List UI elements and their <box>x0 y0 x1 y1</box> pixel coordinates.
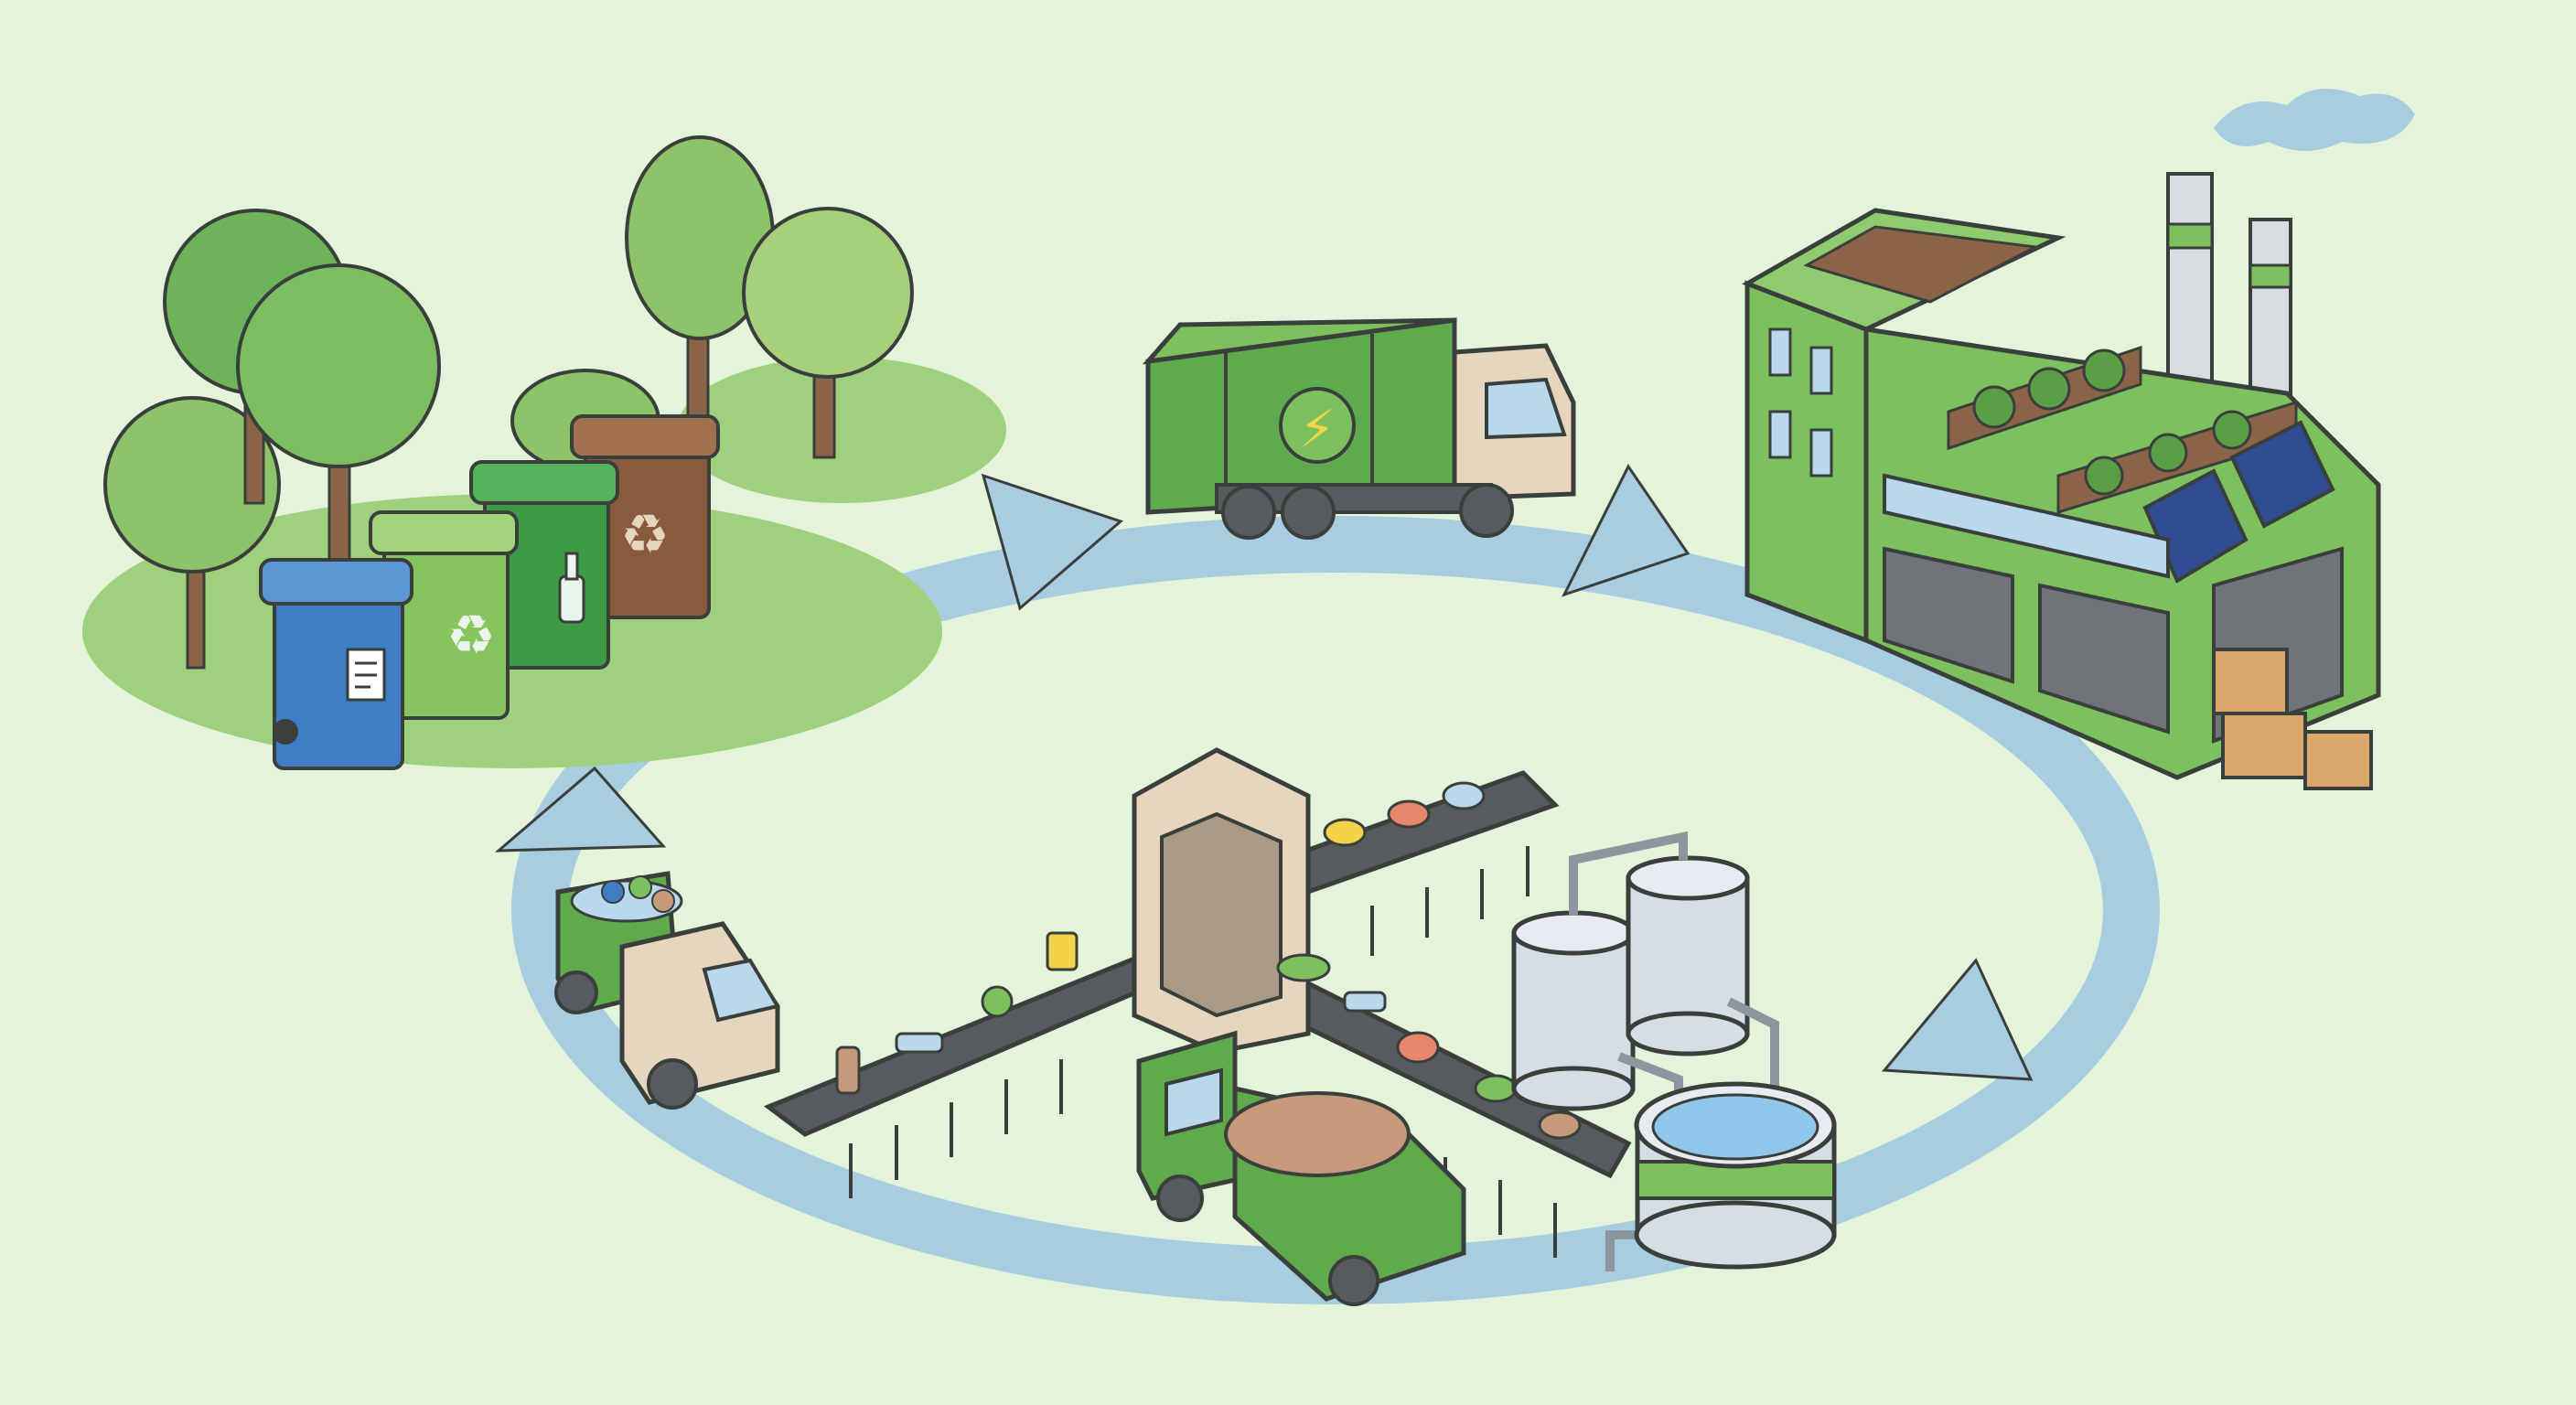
cardboard-box <box>2303 730 2373 790</box>
rooftop-plant <box>1972 385 2016 429</box>
waste-item <box>1323 818 1367 847</box>
recycle-symbol-icon: ♻ <box>620 503 670 567</box>
rooftop-plant <box>2212 410 2252 450</box>
pipe <box>1726 997 1779 1098</box>
waste-item <box>895 1032 944 1054</box>
pipe <box>1605 1230 1637 1271</box>
arrowhead-right <box>1881 958 2034 1081</box>
paper-document-icon <box>346 648 386 702</box>
blue-bin <box>259 558 413 770</box>
rooftop-plant <box>2084 456 2124 496</box>
pickup-truck <box>554 871 781 1110</box>
tree <box>103 396 281 670</box>
waste-item <box>1387 799 1431 829</box>
cardboard-box <box>2221 712 2307 779</box>
chimney <box>2166 172 2214 386</box>
smoke-cloud <box>2214 89 2415 151</box>
waste-item <box>1396 1031 1440 1064</box>
recycle-symbol-icon: ♻ <box>446 604 496 668</box>
waste-bins: ♻ ♻ <box>259 414 720 770</box>
waste-item <box>1442 781 1486 810</box>
green-factory <box>1742 89 2415 790</box>
waste-item <box>1046 931 1079 971</box>
pipe <box>1569 831 1688 915</box>
rooftop-plant <box>2148 433 2188 473</box>
waste-item <box>1276 953 1331 982</box>
collection-truck: ⚡ <box>1142 317 1576 540</box>
arrowhead-top-right <box>1562 464 1690 597</box>
sorting-conveyor <box>763 747 1632 1258</box>
waste-item <box>1538 1110 1582 1140</box>
rooftop-plant <box>2027 367 2071 411</box>
glass-bottle-icon <box>558 552 585 624</box>
lightning-bolt-icon: ⚡ <box>1299 400 1335 459</box>
storage-tank <box>1626 855 1750 1056</box>
chimney <box>2249 218 2292 404</box>
cardboard-box <box>2212 648 2289 715</box>
waste-item <box>981 985 1014 1018</box>
storage-tank <box>1511 910 1636 1111</box>
tree <box>742 207 914 459</box>
water-treatment <box>1511 831 1837 1271</box>
light-green-bin: ♻ <box>369 510 519 720</box>
waste-item <box>1474 1074 1518 1103</box>
bottle-load <box>570 879 683 923</box>
arrowhead-top-left <box>981 473 1123 611</box>
solar-panel <box>2229 420 2335 529</box>
rooftop-plant <box>2082 349 2126 392</box>
waste-item <box>835 1046 861 1095</box>
waste-load <box>1224 1091 1411 1177</box>
waste-item <box>1343 991 1387 1013</box>
residual-waste-truck <box>1136 1030 1466 1306</box>
water-basin <box>1634 1081 1837 1270</box>
arrowhead-left <box>494 766 667 853</box>
